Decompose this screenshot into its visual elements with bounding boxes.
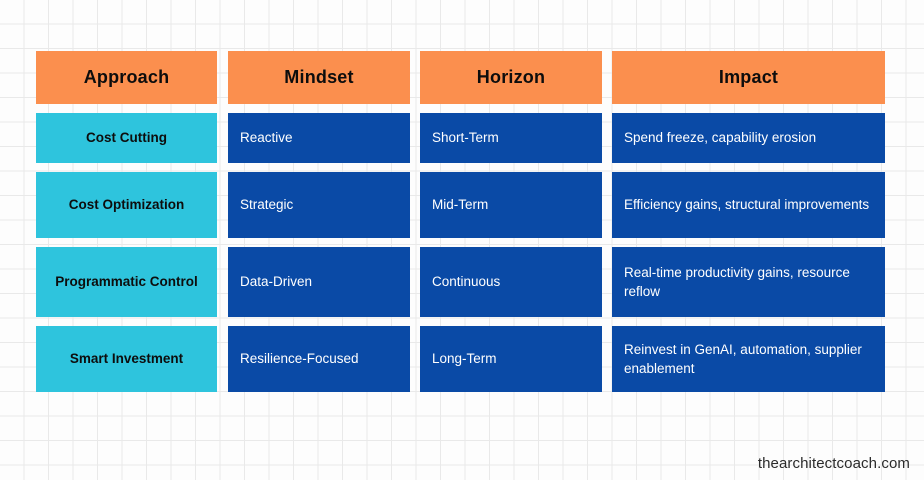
cell-text-impact: Real-time productivity gains, resource r…: [624, 264, 850, 299]
cell-approach: Cost Optimization: [36, 172, 217, 238]
cell-impact: Reinvest in GenAI, automation, supplier …: [612, 326, 885, 392]
cell-text-mindset: Reactive: [240, 130, 293, 146]
cell-text-horizon: Continuous: [432, 274, 501, 290]
cell-text-mindset: Strategic: [240, 197, 294, 213]
table-row: Programmatic Control Data-Driven Continu…: [36, 247, 885, 317]
cell-horizon: Short-Term: [420, 113, 602, 163]
cell-mindset: Reactive: [228, 113, 410, 163]
table-row: Smart Investment Resilience-Focused Long…: [36, 326, 885, 392]
cell-text-horizon: Long-Term: [432, 351, 497, 367]
header-cell-approach: Approach: [36, 51, 217, 104]
header-label-mindset: Mindset: [284, 67, 354, 87]
cell-impact: Spend freeze, capability erosion: [612, 113, 885, 163]
header-label-impact: Impact: [718, 67, 779, 87]
cell-horizon: Mid-Term: [420, 172, 602, 238]
watermark-label: thearchitectcoach.com: [757, 455, 910, 472]
table-row: Cost Optimization Strategic Mid-Term Eff…: [36, 172, 885, 238]
header-label-horizon: Horizon: [476, 67, 546, 87]
table-row: Cost Cutting Reactive Short-Term Spend f…: [36, 113, 885, 163]
cell-approach: Programmatic Control: [36, 247, 217, 317]
cell-mindset: Data-Driven: [228, 247, 410, 317]
cell-text-horizon: Short-Term: [432, 130, 499, 146]
header-cell-mindset: Mindset: [228, 51, 410, 104]
table-header-row: Approach Mindset Horizon Impact: [36, 51, 885, 104]
cell-text-approach: Programmatic Control: [55, 273, 198, 289]
cell-approach: Cost Cutting: [36, 113, 217, 163]
cell-text-mindset: Data-Driven: [240, 274, 313, 290]
cell-horizon: Long-Term: [420, 326, 602, 392]
cell-text-horizon: Mid-Term: [432, 197, 489, 213]
header-cell-horizon: Horizon: [420, 51, 602, 104]
cell-text-impact: Reinvest in GenAI, automation, supplier …: [624, 341, 862, 376]
cell-mindset: Resilience-Focused: [228, 326, 410, 392]
cell-impact: Efficiency gains, structural improvement…: [612, 172, 885, 238]
cell-text-approach: Cost Optimization: [68, 196, 185, 212]
comparison-matrix: Approach Mindset Horizon Impact Cost Cut…: [36, 51, 885, 392]
cell-mindset: Strategic: [228, 172, 410, 238]
header-cell-impact: Impact: [612, 51, 885, 104]
header-label-approach: Approach: [83, 67, 170, 87]
cell-impact: Real-time productivity gains, resource r…: [612, 247, 885, 317]
cell-text-approach: Cost Cutting: [86, 129, 167, 145]
cell-approach: Smart Investment: [36, 326, 217, 392]
cell-text-impact: Spend freeze, capability erosion: [624, 130, 817, 146]
cell-text-approach: Smart Investment: [69, 350, 184, 366]
cell-text-mindset: Resilience-Focused: [240, 351, 359, 367]
cell-text-impact: Efficiency gains, structural improvement…: [624, 197, 870, 213]
cell-horizon: Continuous: [420, 247, 602, 317]
